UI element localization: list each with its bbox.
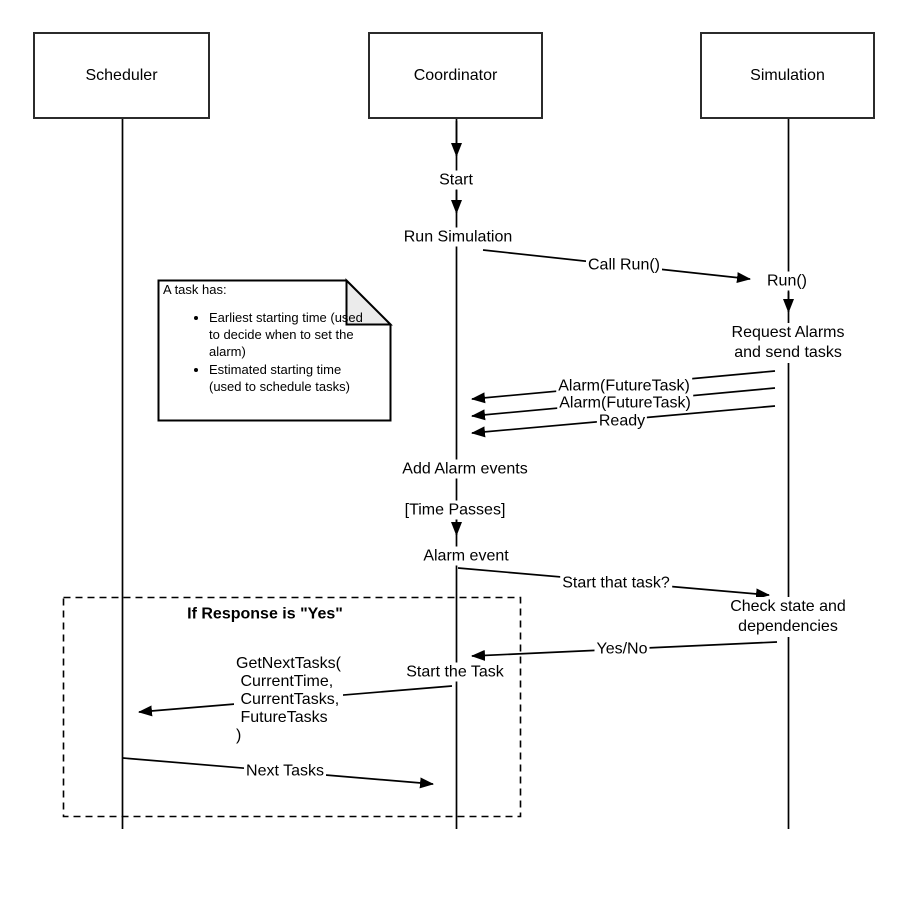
label-alarm-future-task-2: Alarm(FutureTask) xyxy=(557,393,693,413)
label-start-that-task: Start that task? xyxy=(560,573,672,593)
label-start: Start xyxy=(437,170,475,190)
label-get-next-tasks: GetNextTasks( CurrentTime, CurrentTasks,… xyxy=(234,655,343,745)
label-next-tasks: Next Tasks xyxy=(244,761,326,781)
actor-scheduler-label: Scheduler xyxy=(85,66,158,84)
actor-simulation-label: Simulation xyxy=(750,66,825,84)
note: A task has: Earliest starting time (used… xyxy=(163,282,385,396)
label-run-simulation: Run Simulation xyxy=(401,227,515,247)
note-title: A task has: xyxy=(163,282,227,297)
actor-box-simulation: Simulation xyxy=(700,32,875,119)
label-time-passes: [Time Passes] xyxy=(402,500,508,520)
actor-coordinator-label: Coordinator xyxy=(413,66,498,84)
actor-box-scheduler: Scheduler xyxy=(33,32,210,119)
fragment-box xyxy=(62,596,522,818)
label-start-the-task: Start the Task xyxy=(404,662,506,682)
label-call-run: Call Run() xyxy=(585,255,663,275)
label-request-alarms: Request Alarms and send tasks xyxy=(729,323,847,363)
label-alarm-event: Alarm event xyxy=(421,546,511,566)
label-check-state: Check state and dependencies xyxy=(728,597,848,637)
label-alarm-future-task-1: Alarm(FutureTask) xyxy=(556,376,692,396)
label-ready: Ready xyxy=(596,411,648,431)
fragment-title: If Response is "Yes" xyxy=(185,604,345,624)
label-yes-no: Yes/No xyxy=(594,639,650,659)
note-bullet-list: Earliest starting time (used to decide w… xyxy=(163,309,385,395)
note-bullet: Estimated starting time (used to schedul… xyxy=(209,361,366,395)
note-shape xyxy=(157,279,392,422)
note-fold-corner xyxy=(345,278,393,326)
actor-box-coordinator: Coordinator xyxy=(368,32,543,119)
note-bullet: Earliest starting time (used to decide w… xyxy=(209,309,366,360)
label-run: Run() xyxy=(764,271,810,291)
label-add-alarm-events: Add Alarm events xyxy=(400,459,530,479)
